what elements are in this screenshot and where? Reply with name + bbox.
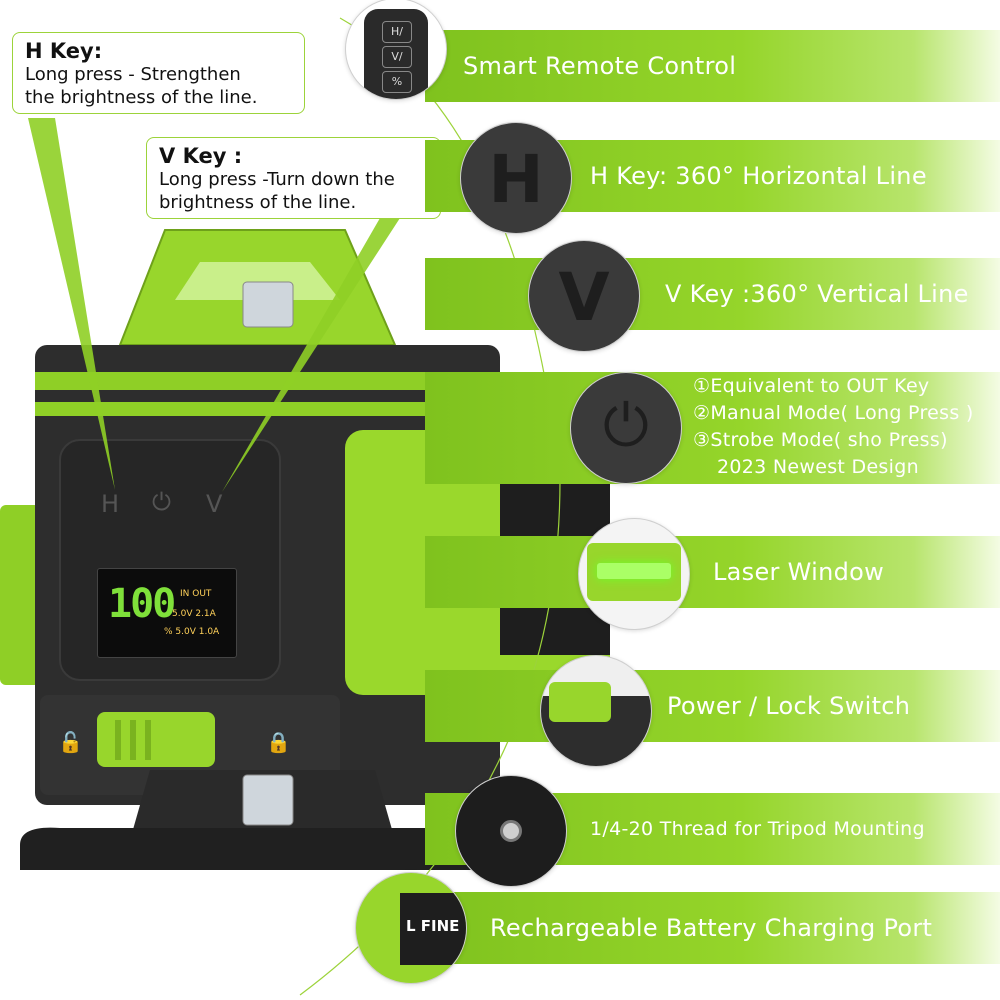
feature-label: Smart Remote Control bbox=[463, 52, 737, 80]
feature-band-laser-window: Laser Window bbox=[425, 536, 1000, 608]
panel-key-v[interactable]: V bbox=[206, 490, 223, 518]
tripod-thread-detail-circle bbox=[455, 775, 567, 887]
v-key-detail-circle: V bbox=[528, 240, 640, 352]
bottom-laser-window bbox=[242, 774, 294, 826]
lcd-value: 100 bbox=[108, 581, 176, 627]
laser-window-glow bbox=[597, 563, 671, 579]
charging-port-panel bbox=[400, 893, 466, 965]
feature-line: ②Manual Mode( Long Press ) bbox=[693, 402, 974, 424]
v-key-title: V Key : bbox=[159, 144, 243, 168]
power-lock-slider bbox=[97, 712, 215, 767]
power-key-icon: ⏻ bbox=[603, 391, 649, 459]
feature-line: 2023 Newest Design bbox=[717, 456, 919, 478]
h-key-line2: the brightness of the line. bbox=[25, 87, 258, 108]
unlock-icon: 🔓 bbox=[58, 730, 83, 754]
power-icon[interactable]: ⏻ bbox=[152, 488, 171, 516]
feature-band-remote: Smart Remote Control bbox=[425, 30, 1000, 102]
lcd-header: IN OUT bbox=[180, 589, 212, 599]
v-key-line2: brightness of the line. bbox=[159, 192, 357, 213]
charging-port-detail-circle: L FINE bbox=[355, 872, 467, 984]
feature-line: ①Equivalent to OUT Key bbox=[693, 375, 930, 397]
lock-icon: 🔒 bbox=[266, 730, 291, 754]
top-laser-window bbox=[242, 281, 294, 328]
feature-label: V Key :360° Vertical Line bbox=[665, 280, 969, 308]
lcd-row2: % 5.0V 1.0A bbox=[164, 627, 220, 637]
power-detail-circle: ⏻ bbox=[570, 372, 682, 484]
lcd-row1: 5.0V 2.1A bbox=[172, 609, 216, 619]
base-plate bbox=[20, 827, 495, 870]
switch-slider bbox=[549, 682, 611, 722]
h-key-pointer bbox=[28, 118, 115, 490]
h-key-letter: H bbox=[488, 141, 544, 218]
lcd-display: 100 IN OUT 5.0V 2.1A % 5.0V 1.0A bbox=[97, 568, 237, 658]
remote-key-percent[interactable]: % bbox=[382, 71, 412, 93]
remote-key-h[interactable]: H/ bbox=[382, 21, 412, 43]
h-key-detail-circle: H bbox=[460, 122, 572, 234]
charging-port-brand: L FINE bbox=[406, 917, 460, 935]
v-key-pointer bbox=[222, 218, 400, 492]
feature-label: Power / Lock Switch bbox=[667, 692, 911, 720]
feature-band-power: ①Equivalent to OUT Key ②Manual Mode( Lon… bbox=[425, 372, 1000, 484]
remote-detail-circle: H/ V/ % bbox=[345, 0, 447, 100]
v-key-letter: V bbox=[558, 259, 610, 336]
power-lock-detail-circle bbox=[540, 655, 652, 767]
feature-label: Rechargeable Battery Charging Port bbox=[490, 914, 933, 942]
thread-hole bbox=[500, 820, 522, 842]
panel-key-h[interactable]: H bbox=[101, 490, 120, 518]
feature-line: ③Strobe Mode( sho Press) bbox=[693, 429, 948, 451]
v-key-callout: V Key : Long press -Turn down the bright… bbox=[146, 137, 441, 219]
h-key-line1: Long press - Strengthen bbox=[25, 64, 241, 85]
feature-band-power-lock: Power / Lock Switch bbox=[425, 670, 1000, 742]
remote-body bbox=[364, 9, 428, 99]
feature-label: H Key: 360° Horizontal Line bbox=[590, 162, 927, 190]
feature-band-v-key: V Key :360° Vertical Line bbox=[425, 258, 1000, 330]
feature-label: Laser Window bbox=[713, 558, 885, 586]
side-grip bbox=[0, 505, 40, 685]
feature-band-charging: Rechargeable Battery Charging Port bbox=[425, 892, 1000, 964]
h-key-callout: H Key: Long press - Strengthen the brigh… bbox=[12, 32, 305, 114]
laser-window-detail-circle bbox=[578, 518, 690, 630]
h-key-title: H Key: bbox=[25, 39, 103, 63]
feature-label: 1/4-20 Thread for Tripod Mounting bbox=[590, 818, 925, 840]
remote-key-v[interactable]: V/ bbox=[382, 46, 412, 68]
v-key-line1: Long press -Turn down the bbox=[159, 169, 395, 190]
